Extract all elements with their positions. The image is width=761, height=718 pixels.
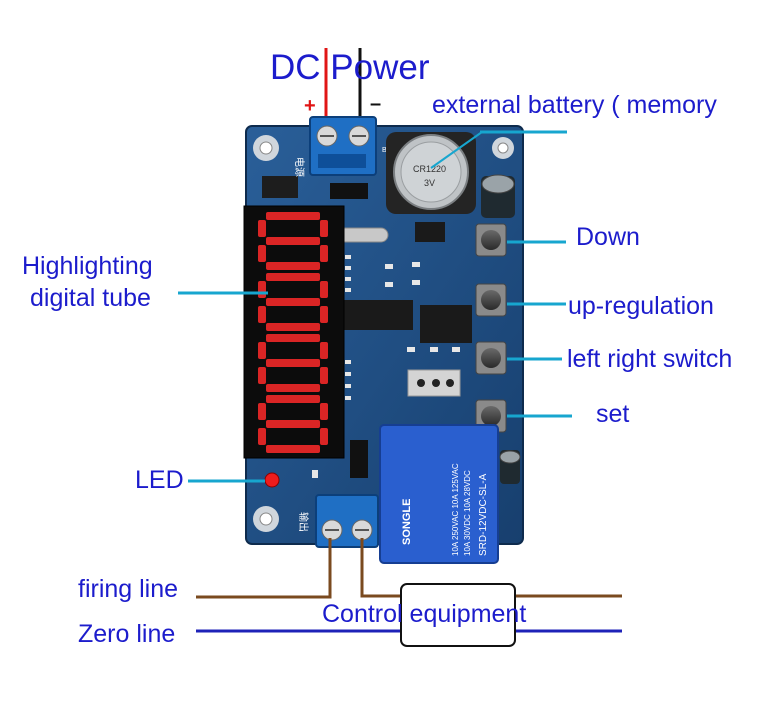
output-terminal-block (315, 494, 379, 548)
leader-lines (178, 130, 572, 483)
battery-volt-text: 3V (424, 178, 435, 188)
firing-wire (196, 538, 622, 599)
coin-cell-battery (386, 132, 476, 214)
display-segment (258, 245, 266, 262)
power-silk-label: 电源 (293, 157, 306, 177)
switch-label: left right switch (567, 345, 732, 373)
display-segment (266, 237, 320, 245)
display-segment (258, 281, 266, 298)
crystal (337, 227, 389, 243)
display-segment (320, 342, 328, 359)
display-segment (320, 306, 328, 323)
regulator (262, 176, 298, 198)
control-equipment-label: Control equipment (322, 600, 526, 628)
minus-sign: – (370, 93, 381, 115)
battery-pointer (430, 131, 483, 169)
output-silk-label: 输出 (297, 512, 310, 532)
display-segment (266, 334, 320, 342)
display-segment (320, 281, 328, 298)
display-segment (266, 262, 320, 270)
display-segment (320, 245, 328, 262)
display-segment (320, 428, 328, 445)
mounting-hole (492, 137, 514, 159)
plus-sign: + (304, 95, 316, 117)
display-segment (266, 359, 320, 367)
control-equipment-box (400, 583, 516, 647)
display-segment (320, 220, 328, 237)
ic-chip (415, 222, 445, 242)
zero-line-label: Zero line (78, 620, 175, 648)
display-label: Highlighting (22, 252, 153, 280)
display-segment (266, 445, 320, 453)
status-led (264, 472, 280, 488)
display-label: digital tube (30, 284, 151, 312)
display-segment (258, 428, 266, 445)
display-segment (320, 403, 328, 420)
display-segment (266, 384, 320, 392)
down-label: Down (576, 223, 640, 251)
up-label: up-regulation (568, 292, 714, 320)
set-label: set (596, 400, 629, 428)
display-segment (266, 212, 320, 220)
up-button[interactable] (475, 283, 507, 317)
display-segment (258, 306, 266, 323)
display-segment (266, 395, 320, 403)
down-button[interactable] (475, 223, 507, 257)
display-segment (258, 367, 266, 384)
firing-line-label: firing line (78, 575, 178, 603)
relay (379, 424, 499, 564)
display-segment (258, 220, 266, 237)
relay-brand: SONGLE (401, 499, 413, 545)
pcb-board: BT1 电源 CR1220 3V (243, 116, 524, 564)
mounting-hole (253, 506, 279, 532)
mounting-hole (253, 135, 279, 161)
ic-chip (343, 300, 413, 330)
display-segment (266, 323, 320, 331)
relay-model: SRD-12VDC-SL-A (478, 473, 489, 556)
diode (330, 183, 368, 199)
switch-button[interactable] (475, 341, 507, 375)
relay-rating: 10A 250VAC 10A 125VAC (451, 463, 460, 556)
dc-power-title: DC Power (270, 48, 430, 87)
power-terminal-block (309, 116, 377, 176)
capacitor (481, 174, 515, 218)
battery-model-text: CR1220 (413, 164, 446, 174)
display-segment (266, 298, 320, 306)
capacitor (499, 450, 521, 484)
transistor (350, 440, 368, 478)
ic-chip (420, 305, 472, 343)
display-digits (258, 212, 328, 453)
battery-label: external battery ( memory (432, 91, 717, 119)
led-label: LED (135, 466, 184, 494)
display-segment (266, 273, 320, 281)
display-segment (320, 367, 328, 384)
relay-rating: 10A 30VDC 10A 28VDC (463, 470, 472, 556)
display-segment (258, 403, 266, 420)
display-segment (258, 342, 266, 359)
display-segment (266, 420, 320, 428)
